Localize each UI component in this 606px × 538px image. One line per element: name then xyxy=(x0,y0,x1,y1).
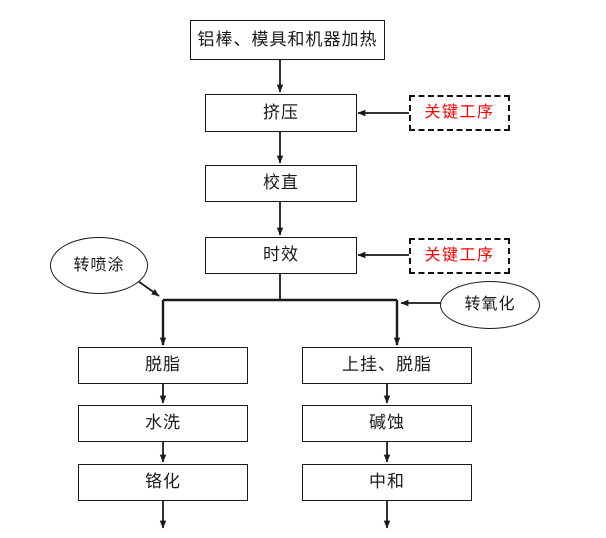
node-heating[interactable]: 铝棒、模具和机器加热 xyxy=(190,20,385,60)
node-heating-label: 铝棒、模具和机器加热 xyxy=(197,29,378,49)
node-key-process-extrusion[interactable]: 关键工序 xyxy=(409,95,510,131)
node-degreasing[interactable]: 脱脂 xyxy=(78,347,248,384)
node-key-process-aging-label: 关键工序 xyxy=(424,247,495,265)
node-to-spraying-label: 转喷涂 xyxy=(73,256,125,274)
node-degreasing-label: 脱脂 xyxy=(145,355,181,375)
node-neutralization[interactable]: 中和 xyxy=(302,464,472,501)
node-chromating[interactable]: 铬化 xyxy=(78,464,248,501)
node-hang-degrease-label: 上挂、脱脂 xyxy=(342,355,432,375)
node-straightening[interactable]: 校直 xyxy=(205,165,357,202)
node-straightening-label: 校直 xyxy=(263,173,299,193)
node-aging[interactable]: 时效 xyxy=(205,237,357,274)
node-to-oxidation[interactable]: 转氧化 xyxy=(440,281,540,329)
node-key-process-extrusion-label: 关键工序 xyxy=(424,104,495,122)
node-extrusion-label: 挤压 xyxy=(263,102,299,122)
node-hang-degrease[interactable]: 上挂、脱脂 xyxy=(302,347,472,384)
node-water-wash[interactable]: 水洗 xyxy=(78,405,248,442)
node-extrusion[interactable]: 挤压 xyxy=(205,94,357,132)
node-chromating-label: 铬化 xyxy=(145,472,181,492)
node-neutralization-label: 中和 xyxy=(369,472,405,492)
node-to-oxidation-label: 转氧化 xyxy=(464,296,516,314)
node-key-process-aging[interactable]: 关键工序 xyxy=(409,238,510,274)
node-alkaline-etching[interactable]: 碱蚀 xyxy=(302,405,472,442)
node-to-spraying[interactable]: 转喷涂 xyxy=(50,237,148,294)
node-alkaline-etching-label: 碱蚀 xyxy=(369,413,405,433)
node-water-wash-label: 水洗 xyxy=(145,413,181,433)
node-aging-label: 时效 xyxy=(263,245,299,265)
